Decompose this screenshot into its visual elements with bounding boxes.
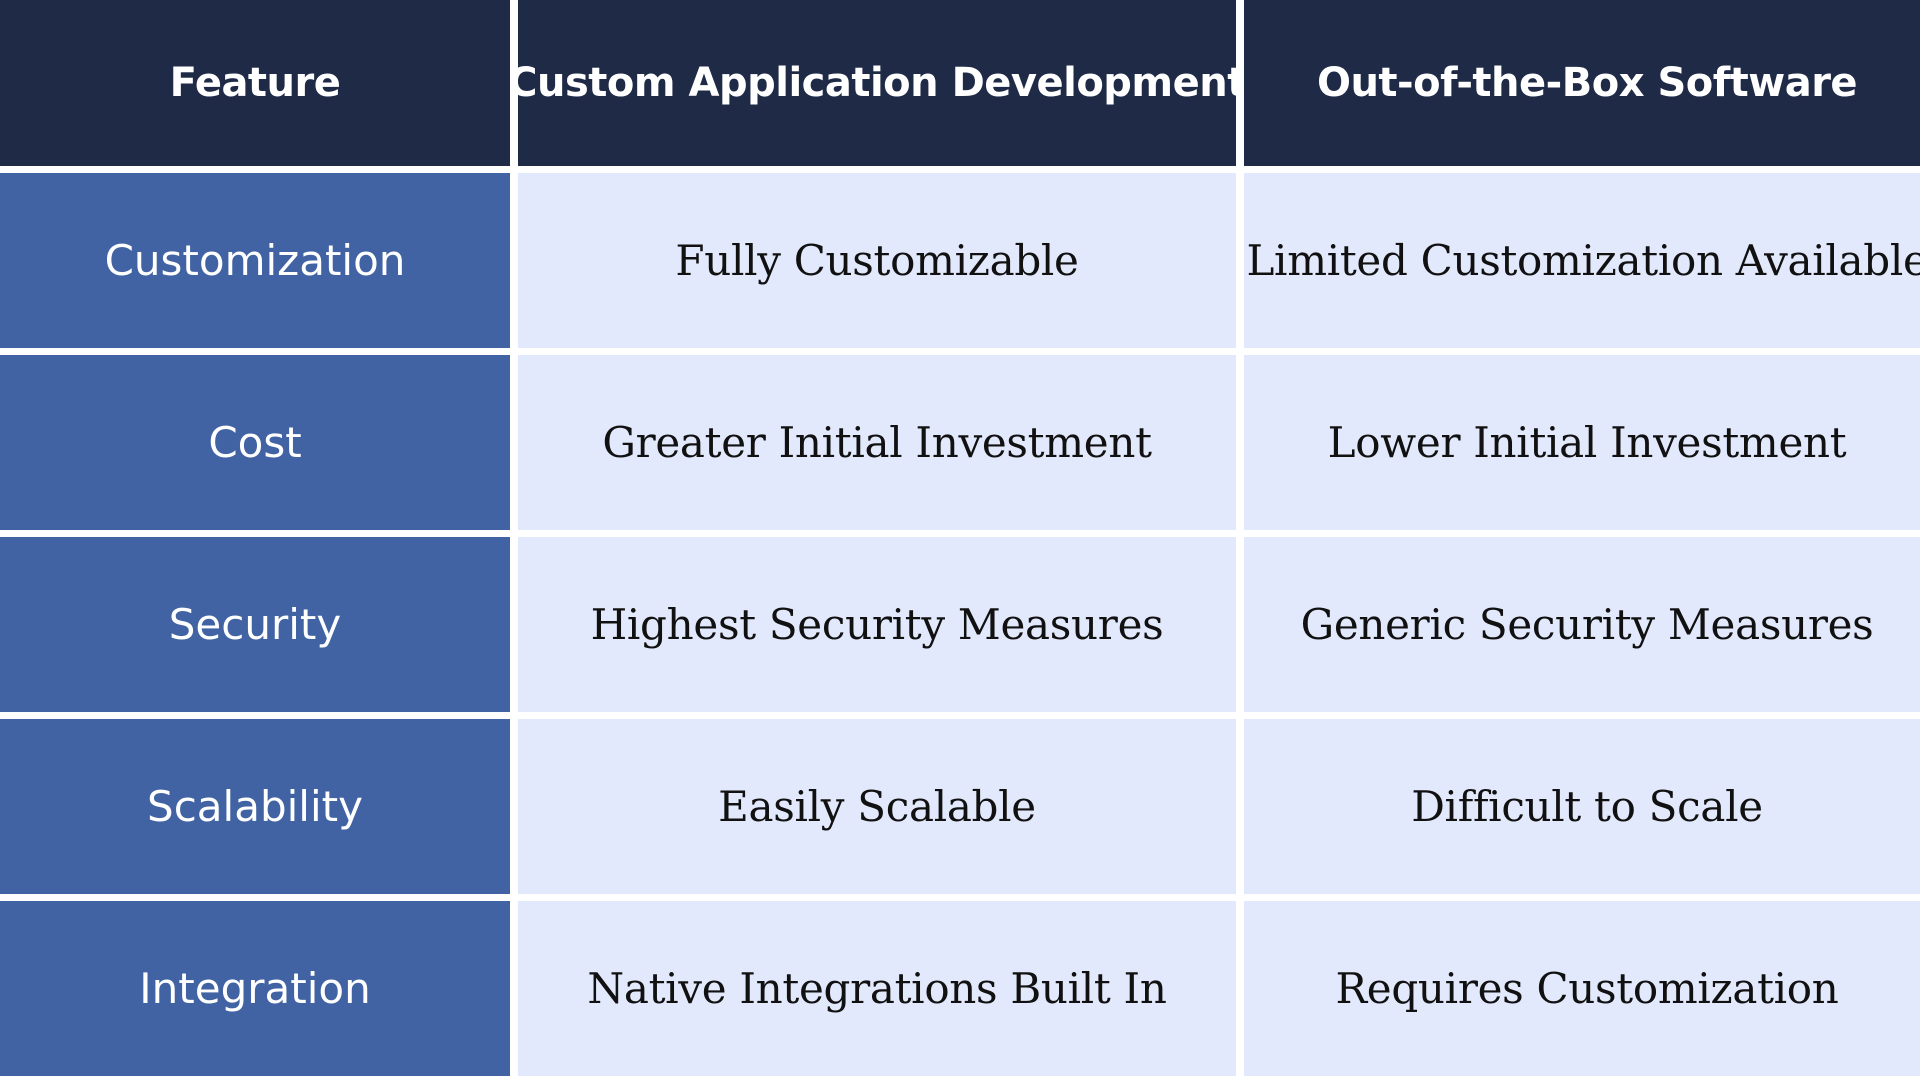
row-feature-security: Security — [0, 537, 510, 712]
row-feature-customization: Customization — [0, 173, 510, 348]
header-out-of-the-box-software: Out-of-the-Box Software — [1244, 0, 1920, 166]
row-ootb-scalability: Difficult to Scale — [1244, 719, 1920, 894]
row-ootb-integration: Requires Customization — [1244, 901, 1920, 1076]
row-custom-security: Highest Security Measures — [518, 537, 1236, 712]
row-ootb-cost: Lower Initial Investment — [1244, 355, 1920, 530]
row-ootb-customization: Limited Customization Available — [1244, 173, 1920, 348]
header-feature: Feature — [0, 0, 510, 166]
row-feature-integration: Integration — [0, 901, 510, 1076]
row-feature-scalability: Scalability — [0, 719, 510, 894]
row-ootb-security: Generic Security Measures — [1244, 537, 1920, 712]
row-custom-cost: Greater Initial Investment — [518, 355, 1236, 530]
row-feature-cost: Cost — [0, 355, 510, 530]
row-custom-integration: Native Integrations Built In — [518, 901, 1236, 1076]
row-custom-scalability: Easily Scalable — [518, 719, 1236, 894]
header-custom-application-development: Custom Application Development — [518, 0, 1236, 166]
row-custom-customization: Fully Customizable — [518, 173, 1236, 348]
